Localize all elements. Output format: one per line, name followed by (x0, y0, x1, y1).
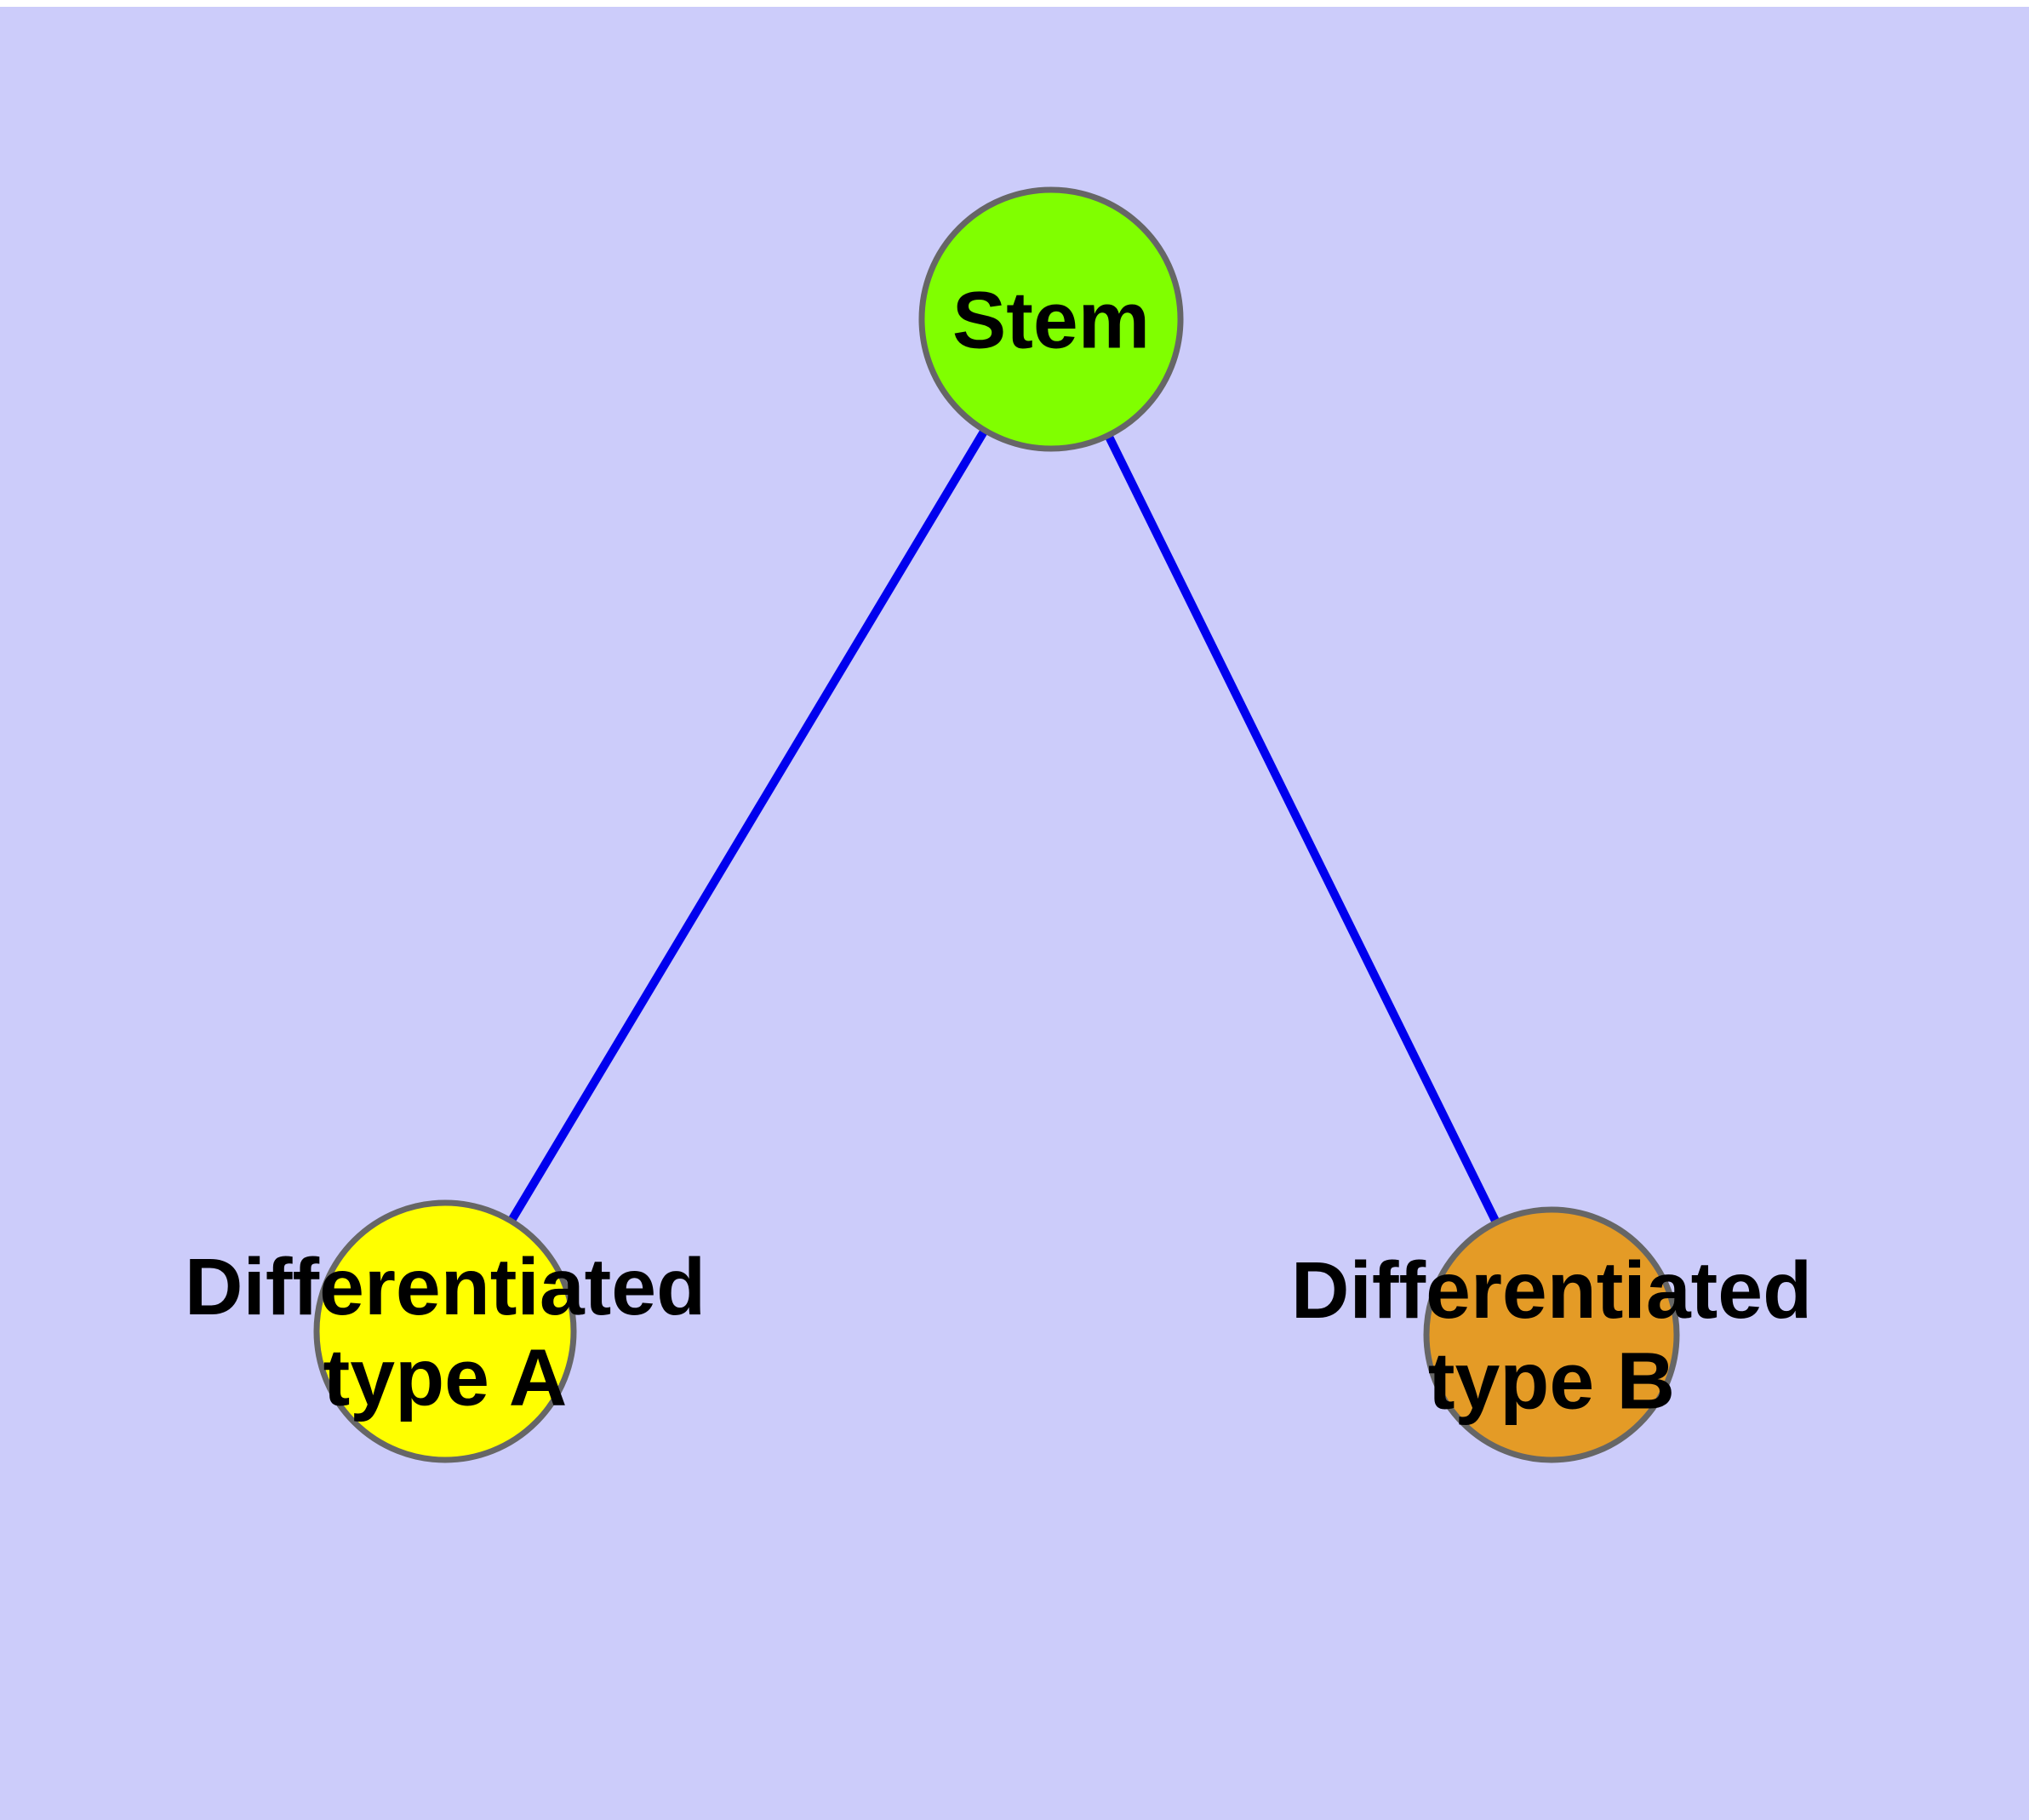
node-differentiated-type-a[interactable] (313, 1199, 577, 1463)
node-layer (313, 186, 1680, 1463)
node-label-line: Stem (952, 275, 1150, 365)
node-differentiated-type-b[interactable] (1423, 1206, 1680, 1463)
node-label-line: Differentiated (185, 1242, 706, 1332)
node-stem[interactable] (918, 186, 1184, 452)
node-label-line: type B (1428, 1336, 1675, 1426)
node-label-line: type A (323, 1332, 568, 1422)
node-label-stem: Stem (952, 275, 1150, 365)
edge-layer (507, 427, 1500, 1225)
node-label-line: Differentiated (1291, 1245, 1812, 1336)
edge-stem-to-differentiated-type-b[interactable] (1104, 433, 1500, 1225)
edge-stem-to-differentiated-type-a[interactable] (507, 427, 989, 1224)
